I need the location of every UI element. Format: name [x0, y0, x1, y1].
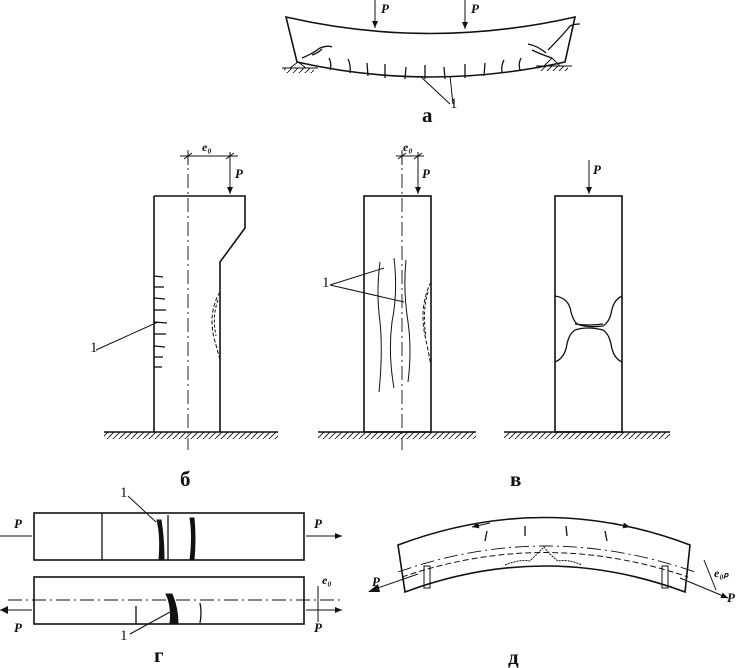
- tension-cracks-g1: [101, 513, 196, 561]
- leader-label-g2: 1: [120, 628, 128, 644]
- panel-label-d: д: [508, 645, 519, 668]
- leader-line-v2: [329, 284, 405, 303]
- panel-label-b: б: [180, 467, 191, 491]
- column-v1-outline: [363, 195, 432, 433]
- longitudinal-cracks-v: [377, 257, 411, 393]
- panel-v-column-2: P в: [504, 160, 670, 491]
- arrow-top-right-d: [611, 522, 631, 529]
- leader-label-v: 1: [322, 275, 330, 291]
- shear-cracks-a: [301, 23, 581, 59]
- leader-label-a: 1: [450, 96, 458, 112]
- crushing-zone-v2: [554, 295, 623, 363]
- force-label-right-1: P: [314, 516, 323, 531]
- arrow-top-left-d: [471, 522, 491, 529]
- load-label-v1: P: [422, 166, 431, 181]
- panel-v-column-1: e₀ P 1: [318, 140, 476, 450]
- leader-label-g1: 1: [120, 485, 128, 501]
- panel-a-beam: P P 1 а: [282, 0, 581, 127]
- load-label-a1: P: [381, 1, 390, 16]
- tension-cracks-b: [153, 275, 168, 368]
- load-label-b: P: [235, 166, 244, 181]
- beam-a-outline: [284, 15, 577, 78]
- column-b-outline: [153, 195, 246, 432]
- eccentricity-label-g: e₀: [322, 573, 332, 587]
- eccentricity-dim-d: [703, 559, 717, 591]
- cracks-d: [484, 525, 608, 566]
- force-arrow-left-d: [371, 573, 419, 591]
- flexural-cracks-a: [328, 57, 522, 80]
- leader-line-v1: [329, 267, 385, 286]
- leader-line-a2: [449, 75, 454, 105]
- eccentricity-label-v: e₀: [403, 140, 413, 154]
- tension-cracks-g2: [135, 593, 202, 625]
- force-label-left-1: P: [14, 516, 23, 531]
- force-label-right-2: P: [314, 620, 323, 635]
- panel-label-v: в: [510, 467, 521, 491]
- column-v2-outline: [554, 195, 623, 433]
- force-label-left-d: P: [372, 574, 381, 589]
- load-label-v2: P: [593, 162, 602, 177]
- panel-b-column: e₀ P 1 б: [90, 140, 278, 491]
- support-right: [536, 57, 572, 71]
- force-arrow-right-d: [679, 577, 729, 599]
- leader-line-b: [95, 321, 159, 351]
- force-label-left-2: P: [14, 620, 23, 635]
- eccentricity-label-d: e₀ₚ: [714, 566, 730, 580]
- panel-g-tension-members: P P 1 P P e₀ 1 г: [0, 485, 342, 667]
- leader-line-g2: [129, 611, 171, 635]
- leader-label-b: 1: [90, 340, 98, 356]
- tension-bar-2-outline: [33, 576, 305, 625]
- anchorages-d: [423, 565, 669, 589]
- curved-member-outline: [397, 516, 691, 594]
- leader-line-a1: [419, 75, 451, 105]
- eccentricity-label-b: e₀: [202, 140, 212, 154]
- crushing-zone-v1: [422, 281, 432, 367]
- leader-line-g1: [127, 495, 157, 523]
- force-label-right-d: P: [727, 590, 736, 605]
- curved-member-axis: [397, 545, 696, 573]
- load-label-a2: P: [471, 1, 480, 16]
- crushing-zone-b: [211, 291, 221, 361]
- support-left: [282, 61, 318, 73]
- panel-d-curved-member: P P e₀ₚ д: [368, 516, 736, 668]
- panel-label-g: г: [154, 643, 164, 667]
- tension-bar-1-outline: [33, 512, 305, 561]
- panel-label-a: а: [422, 103, 433, 127]
